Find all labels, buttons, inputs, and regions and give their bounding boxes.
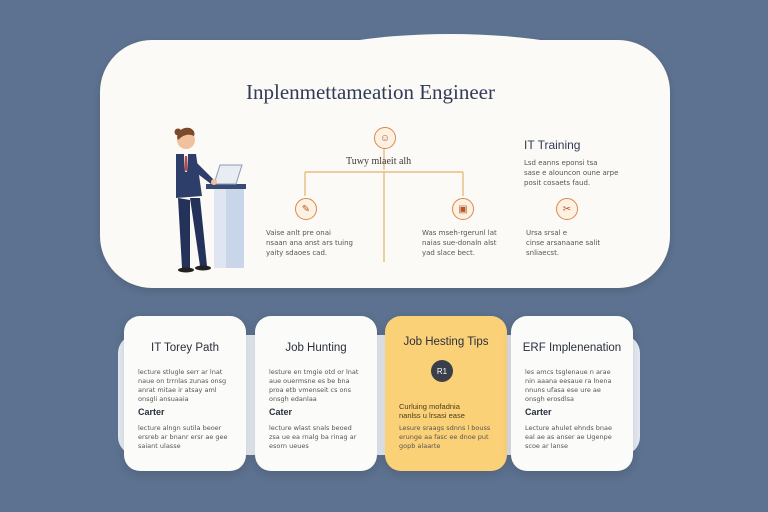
card-title: ERF Implenenation xyxy=(522,342,622,354)
card-text: lecture stlugle serr ar lnat naue on trr… xyxy=(138,368,227,403)
node-text-left: Vaise anlt pre onai nsaan ana anst ars t… xyxy=(266,229,353,257)
card-job-hunting[interactable]: Job Hunting lesture en tmgie otd or lnat… xyxy=(255,316,377,471)
card-title: Job Hesting Tips xyxy=(403,336,489,348)
node-text-middle: Was mseh-rgerunl lat naias sue-donaln al… xyxy=(422,229,497,257)
card-text: les amcs tsglenaue n arae nin aaana eesa… xyxy=(525,368,612,403)
tools-icon: ✎ xyxy=(295,198,317,220)
scissors-icon: ✂ xyxy=(556,198,578,220)
hero-panel-bump xyxy=(300,34,600,94)
page-title: Inplenmettameation Engineer xyxy=(246,80,495,104)
card-text-secondary: lecture alngn sutila beoer ersreb ar bna… xyxy=(138,424,228,450)
side-text: Lsd eanns eponsi tsa sase e alouncon oun… xyxy=(524,159,619,187)
tree-connectors xyxy=(304,148,464,262)
card-subheading: Curluing mofadnia nanlss u lrsasi ease xyxy=(399,402,465,420)
desk-stand xyxy=(206,184,246,268)
card-text-secondary: Lecture ahulet ehnds bnae eal ae as anse… xyxy=(525,424,613,450)
award-badge-icon: R1 xyxy=(431,360,453,382)
node-text-right: Ursa srsal e cinse arsanaane salit snlia… xyxy=(526,229,601,257)
card-text: lesture en tmgie otd or lnat aue ouermsn… xyxy=(269,368,359,403)
laptop-icon xyxy=(213,164,243,185)
card-subheading: Cater xyxy=(269,407,293,417)
card-title: Job Hunting xyxy=(285,342,347,354)
card-text-secondary: lecture wlast snals beoed zsa ue ea rnal… xyxy=(269,424,357,450)
card-title: IT Torey Path xyxy=(151,342,219,354)
card-it-path[interactable]: IT Torey Path lecture stlugle serr ar ln… xyxy=(124,316,246,471)
side-title: IT Training xyxy=(524,138,581,152)
monitor-icon: ▣ xyxy=(452,198,474,220)
card-text-secondary: Lesure sraags sdnns l bouss erunge aa fa… xyxy=(399,424,491,450)
card-subheading: Carter xyxy=(525,407,552,417)
card-job-hunting-tips[interactable]: Job Hesting Tips R1 Curluing mofadnia na… xyxy=(385,316,507,471)
card-subheading: Carter xyxy=(138,407,165,417)
root-person-icon: ☺ xyxy=(374,127,396,149)
person-figure xyxy=(174,127,217,273)
root-label: Tuwy mlaeit alh xyxy=(346,156,412,167)
card-erp-implementation[interactable]: ERF Implenenation les amcs tsglenaue n a… xyxy=(511,316,633,471)
